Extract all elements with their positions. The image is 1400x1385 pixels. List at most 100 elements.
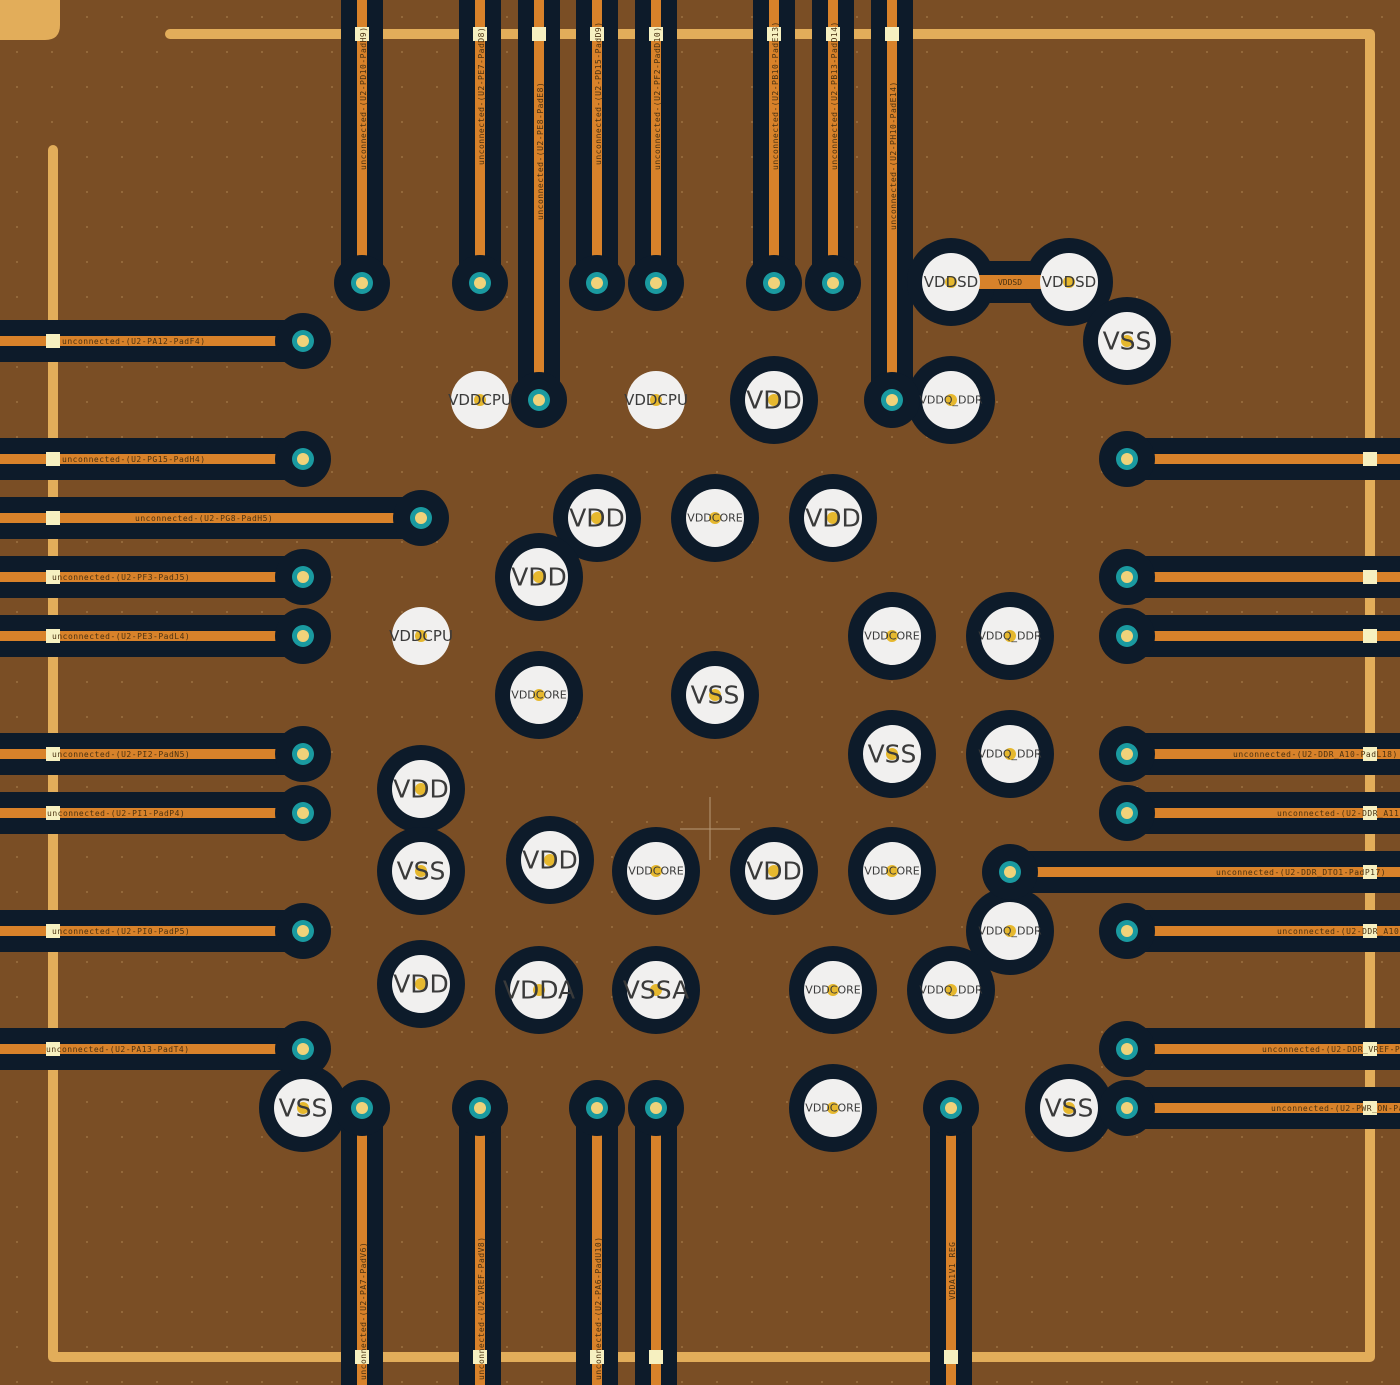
- pad-vddsd: VDDSD: [1040, 253, 1098, 311]
- pad-net-label: VSS: [397, 857, 446, 886]
- pad-vss: VSS: [686, 666, 744, 724]
- pad-vddq-ddr: VDDQ_DDR: [978, 725, 1042, 783]
- pad-drill: [1121, 335, 1133, 347]
- pad-net-label: VDDCPU: [448, 391, 512, 409]
- pad-vddcore: VDDCORE: [510, 666, 568, 724]
- pad-vdd: VDD: [804, 489, 862, 547]
- pad-drill: [297, 1102, 309, 1114]
- via-hole: [1121, 453, 1133, 465]
- via-hole: [297, 748, 309, 760]
- trace-label: unconnected-(U2-PA12-PadF4): [62, 337, 206, 346]
- trace-label: unconnected-(U2-VREF-PadV8): [477, 1236, 486, 1380]
- outline-crossings: [46, 27, 1377, 1364]
- vddsd-link-label: VDDSD: [998, 278, 1022, 287]
- trace-label: unconnected-(U2-PB13-PadD14): [830, 21, 839, 170]
- pad-net-label: VDDSD: [924, 273, 978, 291]
- pad-vddcore: VDDCORE: [627, 842, 685, 900]
- pad-vddcore: VDDCORE: [863, 842, 921, 900]
- pad-net-label: VDDCORE: [805, 1102, 860, 1115]
- pad-drill: [591, 512, 603, 524]
- via-hole: [297, 571, 309, 583]
- pad-vddq-ddr: VDDQ_DDR: [978, 607, 1042, 665]
- pad-vddq-ddr: VDDQ_DDR: [919, 371, 983, 429]
- pad-vss: VSS: [392, 842, 450, 900]
- via-hole: [1004, 866, 1016, 878]
- pad-vddcore: VDDCORE: [863, 607, 921, 665]
- pad-net-label: VDDCORE: [687, 512, 742, 525]
- trace-label: unconnected-(U2-PA6-PadU10): [594, 1236, 603, 1380]
- pad-vddcore: VDDCORE: [686, 489, 744, 547]
- pad-net-label: VSS: [691, 681, 740, 710]
- pad-net-label: VSSA: [623, 976, 689, 1005]
- via-hole: [297, 807, 309, 819]
- left-trace-labels: unconnected-(U2-PA12-PadF4) unconnected-…: [46, 337, 273, 1054]
- trace-label: unconnected-(U2-PG8-PadH5): [135, 514, 273, 523]
- pad-drill: [945, 276, 957, 288]
- via-hole: [1121, 1043, 1133, 1055]
- trace-label: unconnected-(U2-DDR_VREF-P: [1262, 1045, 1400, 1054]
- via-hole: [827, 277, 839, 289]
- pad-drill: [533, 571, 545, 583]
- pad-net-label: VDDQ_DDR: [978, 748, 1042, 761]
- pad-drill: [827, 1102, 839, 1114]
- pad-vdd: VDD: [521, 831, 579, 889]
- pad-net-label: VDDQ_DDR: [978, 925, 1042, 938]
- pad-drill: [650, 984, 662, 996]
- board-outline: [48, 29, 1375, 1362]
- pad-vdd: VDD: [568, 489, 626, 547]
- via-hole: [1121, 925, 1133, 937]
- pad-drill: [415, 630, 427, 642]
- pad-drill: [827, 984, 839, 996]
- pad-vss: VSS: [274, 1079, 332, 1137]
- trace-label: unconnected-(U2-PE8-PadE8): [536, 82, 545, 220]
- pad-vdd: VDD: [510, 548, 568, 606]
- via-hole: [1121, 571, 1133, 583]
- pad-vdd: VDD: [392, 760, 450, 818]
- pad-net-label: VDDCORE: [864, 630, 919, 643]
- pad-drill: [886, 865, 898, 877]
- trace-label: unconnected-(U2-DDR_DTO1-PadP17): [1216, 868, 1386, 877]
- trace-label: unconnected-(U2-PA13-PadT4): [46, 1045, 190, 1054]
- pad-drill: [827, 512, 839, 524]
- pad-net-label: VDDA: [503, 976, 575, 1005]
- trace-label: VDDA1V1_REG: [948, 1242, 957, 1300]
- pad-net-label: VDD: [522, 846, 578, 875]
- pad-net-label: VSS: [1045, 1094, 1094, 1123]
- pad-vddcore: VDDCORE: [804, 961, 862, 1019]
- trace-label: unconnected-(U2-PH10-PadE14): [889, 81, 898, 230]
- via-hole: [591, 277, 603, 289]
- trace-label: unconnected-(U2-DDR_A10: [1277, 927, 1399, 936]
- via-hole: [533, 394, 545, 406]
- pad-vdd: VDD: [745, 842, 803, 900]
- pad-drill: [533, 984, 545, 996]
- pad-net-label: VDDCORE: [511, 689, 566, 702]
- pad-drill: [650, 394, 662, 406]
- corner-marker: [0, 0, 60, 40]
- pad-drill: [415, 783, 427, 795]
- via-hole: [768, 277, 780, 289]
- pad-drill: [709, 512, 721, 524]
- pad-net-label: VDD: [569, 504, 625, 533]
- pad-drill: [945, 984, 957, 996]
- pad-vddcpu: VDDCPU: [624, 371, 688, 429]
- trace-label: unconnected-(U2-PI2-PadN5): [52, 750, 190, 759]
- pad-drill: [886, 630, 898, 642]
- via-hole: [1121, 748, 1133, 760]
- trace-label: unconnected-(U2-PA7-PadV6): [359, 1242, 368, 1380]
- pad-vddcpu: VDDCPU: [389, 607, 453, 665]
- via-hole: [886, 394, 898, 406]
- pad-net-label: VDDCORE: [628, 865, 683, 878]
- pad-drill: [533, 689, 545, 701]
- pad-drill: [1063, 1102, 1075, 1114]
- pad-drill: [768, 394, 780, 406]
- pad-drill: [1063, 276, 1075, 288]
- via-hole: [945, 1102, 957, 1114]
- via-hole: [474, 1102, 486, 1114]
- trace-label: unconnected-(U2-PD10-PadH9): [359, 26, 368, 170]
- pad-drill: [768, 865, 780, 877]
- pad-net-label: VDDCPU: [389, 627, 453, 645]
- pad-drill: [1004, 630, 1016, 642]
- pad-net-label: VDDQ_DDR: [919, 394, 983, 407]
